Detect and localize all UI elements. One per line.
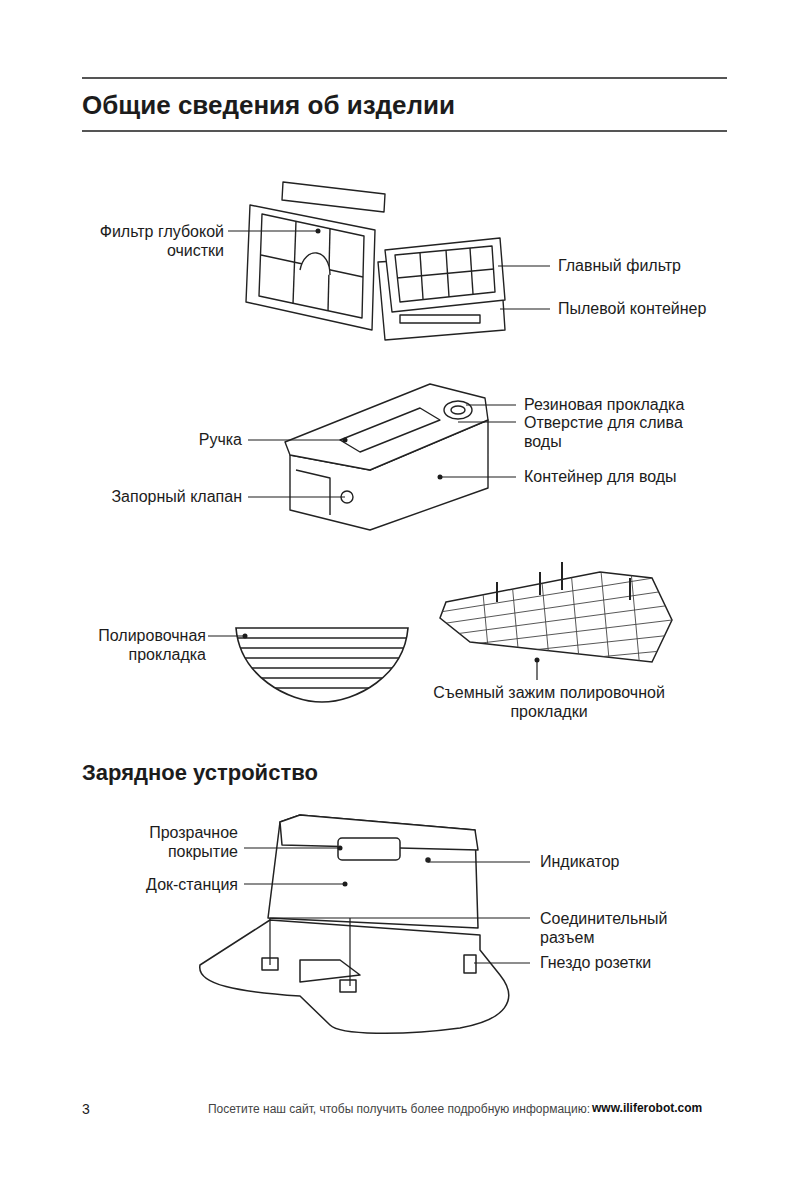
dock-drawing — [200, 815, 509, 1033]
plate-pegs — [497, 562, 630, 602]
leader-dot — [535, 658, 540, 663]
dock-base — [200, 920, 509, 1033]
pad-outline — [236, 628, 408, 702]
grid-line — [570, 560, 580, 670]
peg — [496, 582, 498, 602]
grid-line — [480, 560, 490, 670]
grid-line — [440, 590, 672, 624]
leader-line — [248, 439, 345, 440]
bin-lid — [246, 205, 375, 330]
deep-filter — [259, 214, 364, 318]
rules — [82, 78, 727, 131]
part-label: Полировочная прокладка — [74, 626, 206, 664]
leader-line — [458, 421, 516, 422]
tank-top — [285, 384, 488, 470]
section-heading: Зарядное устройство — [82, 760, 482, 786]
grid-line — [510, 560, 520, 670]
polishing-pad-drawing — [230, 628, 412, 702]
leader-line — [440, 476, 516, 477]
dock-body — [268, 815, 478, 928]
pad-stripe — [230, 667, 412, 668]
transparent-cover — [338, 838, 400, 860]
drain-hole — [451, 406, 465, 414]
part-label: Индикатор — [540, 852, 740, 871]
leader-line — [208, 635, 245, 636]
part-label: Запорный клапан — [40, 487, 242, 506]
part-label: Док-станция — [60, 875, 238, 894]
leader-line — [244, 847, 340, 848]
part-label: Контейнер для воды — [524, 467, 744, 486]
leader-dots — [243, 229, 540, 887]
grid-line — [440, 605, 672, 636]
leader-line — [474, 962, 530, 963]
rubber-seal — [444, 401, 472, 419]
pad-stripes — [230, 638, 412, 688]
leader-line — [466, 404, 516, 405]
leader-line — [498, 265, 550, 266]
dust-bin-drawing — [246, 182, 505, 340]
leader-dot — [316, 229, 321, 234]
power-socket — [464, 955, 476, 973]
rule-line — [82, 77, 727, 78]
pad-stripe — [230, 657, 412, 658]
footer-note: Посетите наш сайт, чтобы получить более … — [140, 1101, 590, 1117]
pad-holder-drawing — [440, 560, 672, 672]
footer-url: www.iliferobot.com — [592, 1100, 732, 1116]
leader-line — [428, 861, 530, 862]
grid-line — [600, 560, 610, 670]
charge-contact — [340, 980, 356, 992]
grid-line — [630, 560, 640, 670]
leader-dot — [243, 634, 248, 639]
pad-stripe — [230, 637, 412, 638]
pad-stripe — [230, 687, 412, 688]
base-notch — [300, 960, 360, 982]
grid-line — [540, 560, 550, 670]
bin-slot — [400, 315, 480, 323]
page-title: Общие сведения об изделии — [82, 89, 722, 121]
main-filter — [395, 246, 495, 302]
plate-grid — [440, 560, 672, 672]
leader-dot — [438, 475, 443, 480]
leader-line — [228, 230, 318, 231]
water-tank-drawing — [285, 384, 488, 530]
peg — [539, 572, 541, 595]
grid-line — [440, 650, 672, 672]
peg — [561, 562, 563, 590]
part-label: Съемный зажим полировочной прокладки — [400, 683, 698, 721]
pad-stripe — [230, 677, 412, 678]
grid-line — [440, 575, 672, 612]
leader-line — [248, 496, 345, 497]
filter-arch — [300, 253, 330, 275]
pad-stripe — [230, 647, 412, 648]
filter-rib — [397, 269, 494, 278]
leader-dot — [343, 882, 348, 887]
part-label: Пылевой контейнер — [558, 299, 758, 318]
page-number: 3 — [82, 1100, 122, 1118]
part-label: Фильтр глубокой очистки — [74, 222, 224, 260]
leader-line — [244, 883, 345, 884]
leader-line — [500, 308, 550, 309]
deep-filter-edge — [282, 182, 385, 212]
leader-lines — [208, 231, 550, 986]
rule-line — [82, 130, 727, 131]
peg — [629, 578, 631, 600]
part-label: Гнездо розетки — [540, 953, 740, 972]
tank-recess — [296, 470, 330, 515]
part-label: Главный фильтр — [558, 256, 758, 275]
part-label: Соединительный разъем — [540, 909, 700, 947]
tank-handle — [340, 408, 440, 452]
leader-line — [270, 918, 530, 965]
main-filter-frame — [385, 238, 505, 312]
part-label: Отверстие для слива воды — [524, 413, 699, 451]
part-label: Резиновая прокладка — [524, 395, 744, 414]
plate-outline — [440, 572, 672, 662]
leader-dot — [343, 438, 348, 443]
part-label: Ручка — [90, 430, 242, 449]
leader-dot — [338, 846, 343, 851]
leader-line — [349, 918, 350, 986]
part-label: Прозрачное покрытие — [114, 823, 238, 861]
